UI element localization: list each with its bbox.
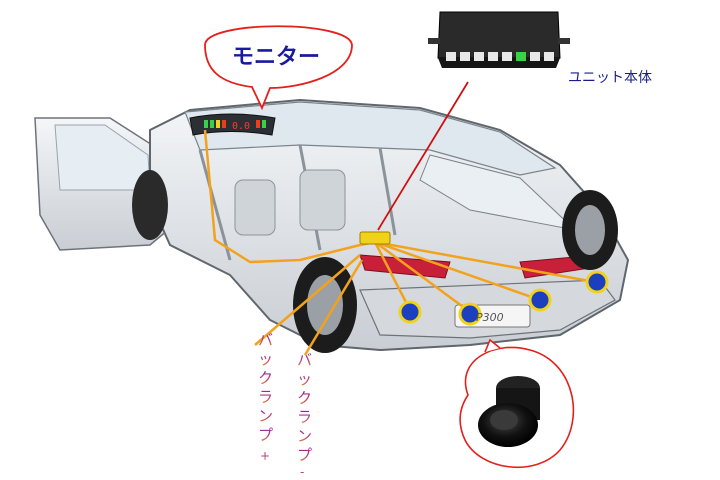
lamp-minus-char: -	[300, 465, 304, 479]
monitor-label: モニター	[232, 45, 320, 70]
lamp-minus-char: ク	[297, 389, 312, 407]
back-lamp-minus-label: バ ッ ク ラ ン プ -	[297, 351, 312, 479]
sensor-closeup-icon	[478, 376, 540, 447]
lamp-minus-char: ラ	[297, 408, 312, 426]
lamp-minus-char: プ	[297, 446, 312, 464]
lamp-plus-char: ラ	[258, 388, 273, 406]
door-side-wheel	[132, 170, 168, 240]
lamp-plus-char: バ	[258, 331, 273, 349]
rear-wheel	[562, 190, 618, 270]
back-lamp-plus-label: バ ッ ク ラ ン プ +	[258, 331, 273, 463]
unit-pointer-line	[377, 81, 469, 231]
lamp-minus-char: ッ	[297, 370, 312, 388]
parking-sensor-icon	[398, 270, 609, 326]
trunk-control-unit	[359, 231, 391, 245]
lamp-minus-char: ン	[297, 427, 312, 445]
car-badge: P300	[476, 311, 504, 324]
monitor-callout: モニター	[204, 25, 353, 111]
lamp-plus-char: +	[260, 449, 270, 463]
lamp-plus-char: ン	[258, 407, 273, 425]
led-monitor-icon: 0.0	[189, 113, 276, 136]
wiring	[203, 129, 596, 356]
front-wheel	[293, 257, 357, 353]
unit-label: ユニット本体	[568, 70, 652, 86]
lamp-plus-char: ク	[258, 369, 273, 387]
monitor-readout: 0.0	[232, 121, 250, 132]
lamp-plus-char: ッ	[258, 350, 273, 368]
lamp-minus-char: バ	[297, 351, 312, 369]
lamp-plus-char: プ	[258, 426, 273, 444]
car-illustration	[34, 98, 630, 353]
sensor-callout	[459, 338, 575, 469]
control-unit-icon	[428, 11, 570, 68]
